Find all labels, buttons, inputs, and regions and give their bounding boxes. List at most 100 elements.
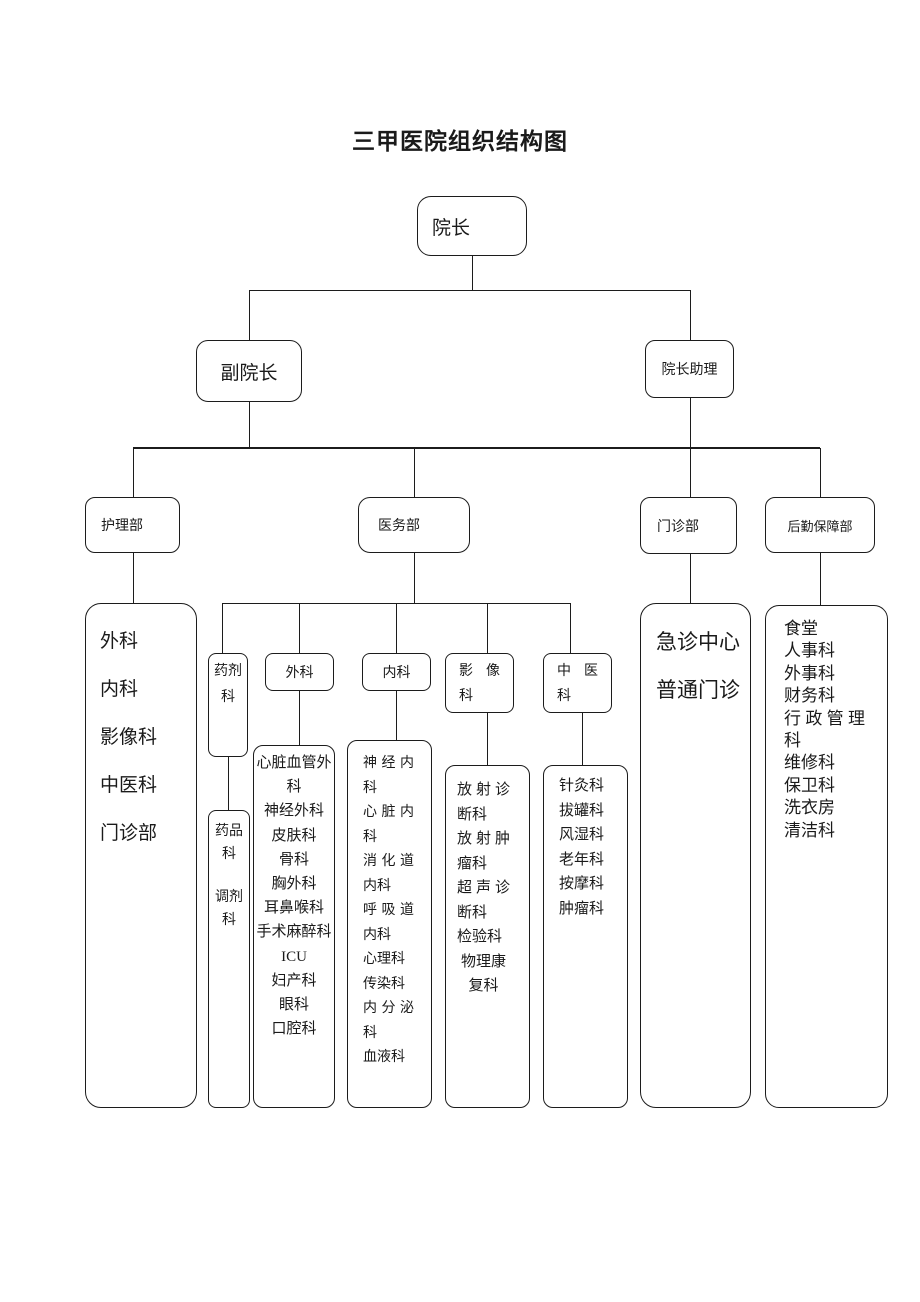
connector-line: [690, 554, 692, 603]
list-item: 心理科: [363, 952, 405, 967]
connector-line: [414, 448, 416, 497]
tcm-departments-list: 针灸科拔罐科风湿科老年科按摩科肿瘤科: [543, 765, 628, 1108]
node-nursing-dept: 护理部: [85, 497, 180, 553]
list-item: 神经外科: [263, 803, 324, 820]
list-item: 物理康复科: [460, 953, 506, 995]
list-item: 中医科: [100, 775, 158, 796]
list-item: 肿瘤科: [559, 900, 605, 917]
list-item: 针灸科: [559, 778, 605, 794]
connector-line: [582, 713, 584, 765]
node-assistant: 院长助理: [645, 340, 734, 398]
list-item: 按摩科: [559, 876, 605, 892]
list-item: 拔罐科: [559, 802, 605, 819]
list-item: 门诊部: [100, 823, 158, 844]
connector-line: [222, 603, 224, 653]
list-item: 皮肤科: [271, 827, 317, 844]
list-item: 内科: [100, 679, 139, 700]
list-item: 胸外科: [271, 876, 317, 893]
internal-departments-list: 神经内科心脏内科消化道内科呼吸道内科心理科传染科内分泌科血液科: [347, 740, 432, 1108]
node-pharmacy: 药剂科: [208, 653, 248, 757]
logistics-departments-list: 食堂人事科外事科财务科行政管理科维修科保卫科洗衣房清洁科: [765, 605, 888, 1108]
list-item: 风湿科: [559, 827, 605, 843]
list-item: 老年科: [559, 851, 605, 868]
list-item: 消化道内科: [363, 854, 414, 894]
list-item: 食堂: [784, 619, 818, 638]
list-item: ICU: [281, 948, 307, 965]
connector-line: [133, 448, 135, 497]
list-item: 保卫科: [784, 775, 835, 795]
list-item: 普通门诊: [656, 678, 740, 702]
page-title: 三甲医院组织结构图: [352, 128, 568, 154]
node-outpatient-label: 门诊部: [657, 519, 699, 535]
list-item: 血液科: [363, 1050, 405, 1065]
connector-line: [414, 553, 416, 603]
surgery-departments-list: 心脏血管外科神经外科皮肤科骨科胸外科耳鼻喉科手术麻醉科 ICU 妇产科眼科口腔科: [253, 745, 335, 1108]
connector-line: [820, 553, 822, 605]
connector-line: [249, 402, 251, 448]
connector-line: [820, 448, 822, 497]
node-medical-label: 医务部: [378, 519, 420, 534]
node-dean-label: 院长: [432, 217, 471, 239]
node-imaging: 影像科: [445, 653, 514, 713]
node-logistics-label: 后勤保障部: [787, 518, 853, 534]
list-item: 心脏血管外科: [256, 755, 332, 796]
list-item: 调剂科: [215, 890, 243, 928]
connector-line: [396, 691, 398, 740]
list-item: 急诊中心: [656, 630, 740, 654]
connector-line: [249, 290, 251, 340]
list-item: 口腔科: [271, 1021, 317, 1038]
connector-line: [396, 603, 398, 653]
connector-line: [299, 603, 301, 653]
nursing-departments-list: 外科内科影像科中医科门诊部: [85, 603, 197, 1108]
list-item: 超声诊断科: [457, 880, 510, 921]
list-item: 影像科: [100, 727, 158, 748]
connector-line: [228, 757, 230, 810]
connector-line: [690, 398, 692, 448]
node-dean: 院长: [417, 196, 527, 256]
node-internal-medicine: 内科: [362, 653, 431, 691]
connector-line: [299, 691, 301, 745]
list-item: 耳鼻喉科: [263, 900, 324, 917]
list-item: 人事科: [784, 641, 835, 661]
list-item: 手术麻醉科: [256, 924, 332, 941]
list-item: 行政管理科: [784, 708, 865, 751]
list-item: 心脏内科: [363, 805, 414, 845]
list-item: 呼吸道内科: [363, 903, 414, 943]
list-item: 眼科: [278, 997, 309, 1014]
node-internal-label: 内科: [382, 666, 411, 681]
imaging-departments-list: 放射诊断科放射肿瘤科超声诊断科检验科物理康复科: [445, 765, 530, 1108]
node-vice-dean-label: 副院长: [220, 362, 278, 384]
node-medical-dept: 医务部: [358, 497, 470, 553]
connector-line: [487, 603, 489, 653]
list-item: 传染科: [363, 976, 405, 992]
node-vice-dean: 副院长: [196, 340, 302, 402]
list-item: 内分泌科: [363, 1001, 414, 1041]
node-tcm: 中医科: [543, 653, 612, 713]
outpatient-departments-list: 急诊中心普通门诊: [640, 603, 751, 1108]
node-outpatient-dept: 门诊部: [640, 497, 737, 554]
list-item: 财务科: [784, 686, 835, 706]
node-logistics-dept: 后勤保障部: [765, 497, 875, 553]
connector-line: [690, 448, 692, 497]
connector-line: [570, 603, 572, 653]
list-item: 维修科: [784, 753, 835, 773]
list-item: 骨科: [278, 851, 309, 868]
list-item: 放射肿瘤科: [457, 831, 510, 872]
connector-line: [133, 447, 820, 449]
node-nursing-label: 护理部: [101, 519, 143, 534]
list-item: 外科: [100, 631, 139, 652]
connector-line: [133, 553, 135, 603]
list-item: 放射诊断科: [457, 782, 510, 823]
node-surgery-label: 外科: [285, 666, 314, 681]
list-item: 外事科: [784, 663, 835, 683]
list-item: 药品科: [215, 824, 243, 862]
connector-line: [690, 290, 692, 340]
list-item: 清洁科: [784, 820, 835, 840]
connector-line: [472, 256, 474, 290]
list-item: 妇产科: [271, 972, 317, 989]
list-item: 神经内科: [363, 756, 414, 796]
node-surgery: 外科: [265, 653, 334, 691]
connector-line: [249, 290, 690, 292]
connector-line: [487, 713, 489, 765]
